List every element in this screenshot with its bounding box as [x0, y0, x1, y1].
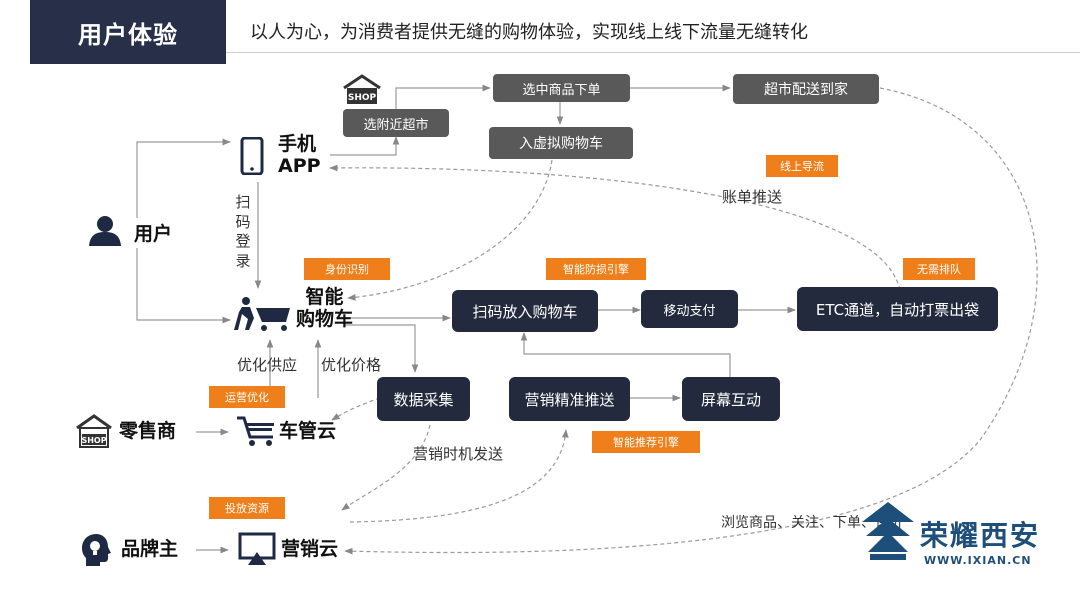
retailer-shop-icon-label: SHOP: [81, 436, 106, 445]
page-subtitle: 以人为心，为消费者提供无缝的购物体验，实现线上线下流量无缝转化: [250, 22, 808, 43]
select-order-box: 选中商品下单: [493, 74, 630, 102]
retailer-shop-icon: SHOP: [76, 414, 112, 448]
marketing-cloud-label: 营销云: [281, 538, 339, 560]
cart-cloud-label: 车管云: [279, 420, 337, 442]
precise-push-box: 营销精准推送: [509, 377, 630, 421]
watermark-url: WWW.IXIAN.CN: [924, 554, 1032, 567]
page-title: 用户体验: [30, 0, 226, 64]
app-label: 手机 APP: [278, 133, 321, 177]
ad-resource-tag: 投放资源: [209, 497, 285, 519]
phone-icon: [240, 137, 264, 175]
select-market-box: 选附近超市: [343, 109, 449, 137]
smart-cart-label: 智能 购物车: [296, 286, 354, 330]
data-collection-box: 数据采集: [377, 377, 470, 421]
marketing-cloud-icon: [238, 532, 276, 565]
watermark-logo-icon: [862, 502, 914, 560]
ops-optimize-tag: 运营优化: [209, 386, 285, 408]
shop-icon: SHOP: [343, 74, 381, 104]
retailer-label: 零售商: [119, 420, 177, 442]
no-queue-tag: 无需排队: [903, 258, 975, 280]
brand-owner-icon: [82, 534, 111, 566]
cart-cloud-icon: [237, 416, 274, 446]
marketing-timing-text: 营销时机发送: [413, 445, 504, 463]
watermark-name: 荣耀西安: [920, 519, 1041, 552]
smart-cart-icon: [234, 297, 290, 331]
browse-actions-text: 浏览商品、关注、下单、评价: [721, 515, 903, 531]
recommend-engine-tag: 智能推荐引擎: [592, 431, 700, 453]
optimize-supply-text: 优化供应: [237, 356, 298, 374]
user-label: 用户: [134, 223, 173, 245]
shop-icon-label: SHOP: [348, 93, 377, 103]
bill-push-text: 账单推送: [722, 188, 783, 206]
scan-login-text: 扫码登录: [235, 193, 251, 270]
virtual-cart-box: 入虚拟购物车: [489, 127, 633, 159]
mobile-pay-box: 移动支付: [641, 290, 738, 328]
anti-loss-engine-tag: 智能防损引擎: [546, 258, 646, 280]
online-guide-tag: 线上导流: [766, 155, 838, 177]
identity-tag: 身份识别: [304, 258, 390, 280]
etc-checkout-box: ETC通道，自动打票出袋: [797, 287, 998, 331]
screen-interaction-box: 屏幕互动: [682, 377, 780, 421]
home-delivery-box: 超市配送到家: [733, 74, 879, 104]
brand-owner-label: 品牌主: [121, 538, 179, 560]
user-icon: [89, 216, 121, 246]
scan-to-cart-box: 扫码放入购物车: [452, 290, 598, 332]
optimize-price-text: 优化价格: [321, 356, 382, 374]
header-divider: [226, 0, 1080, 53]
